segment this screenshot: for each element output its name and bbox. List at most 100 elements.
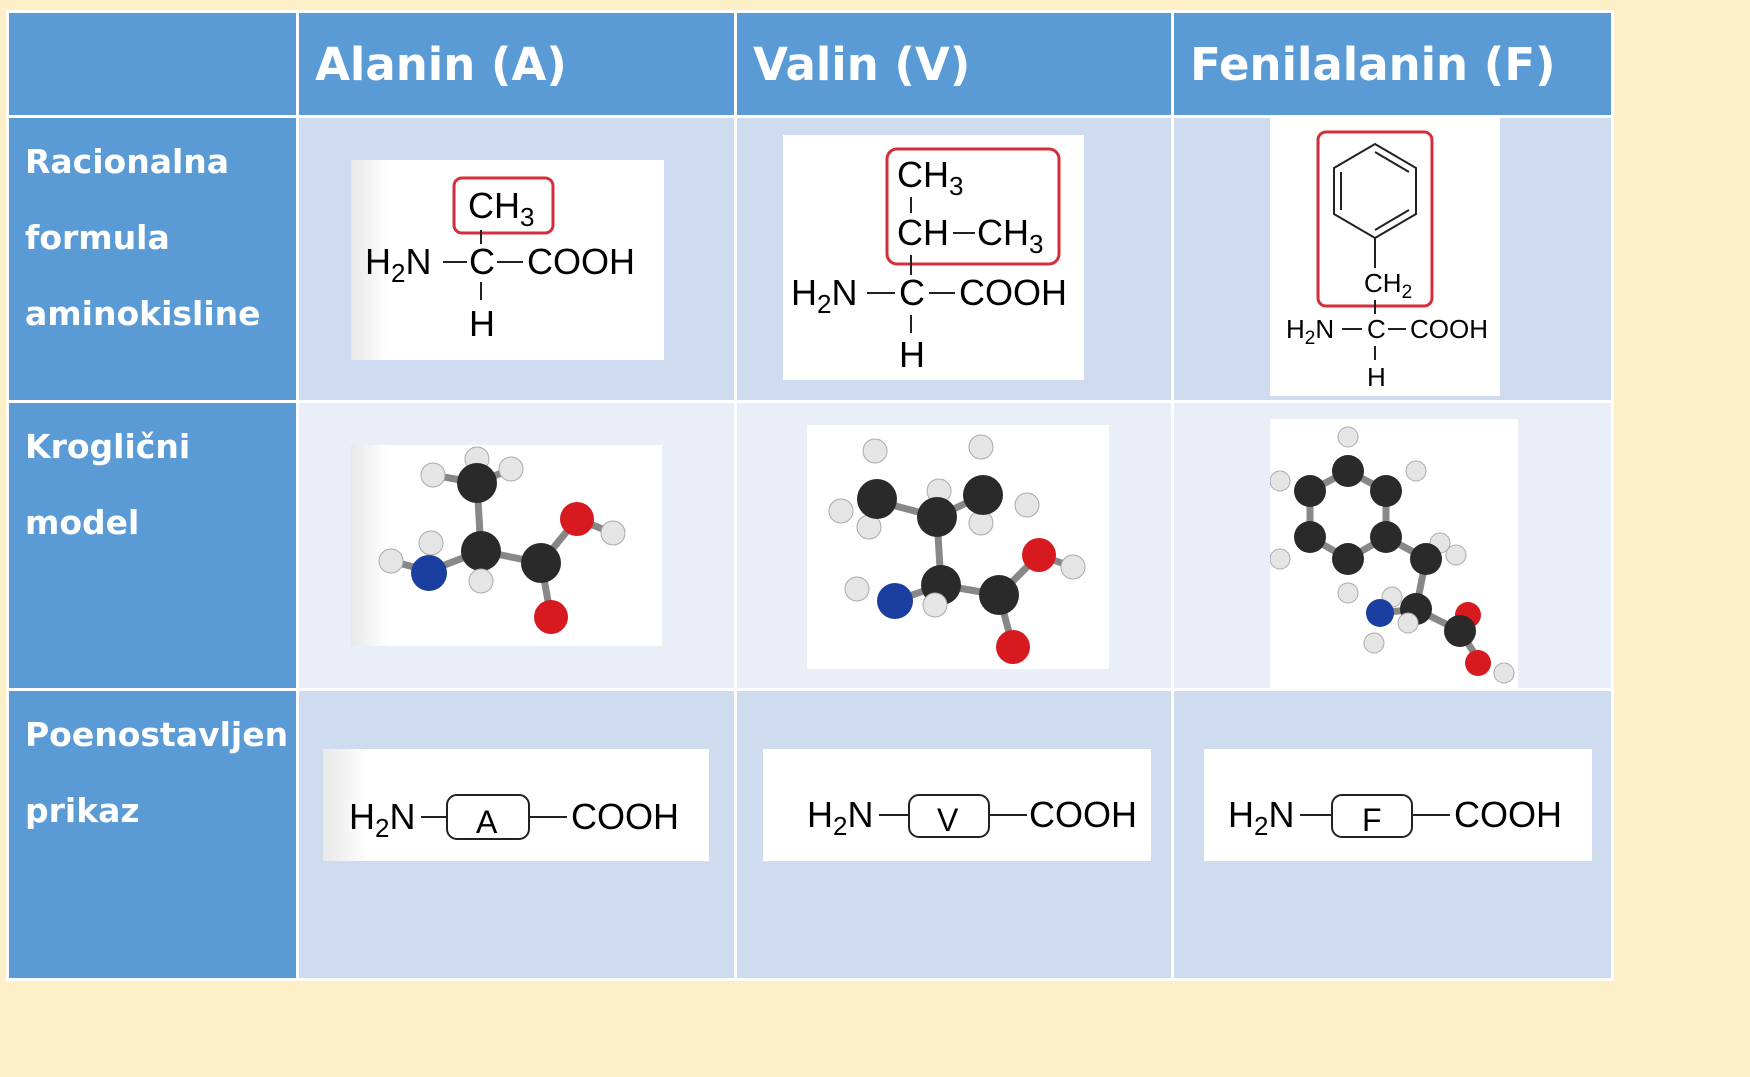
valin-formula-image: CH3 CH CH3 H2N C COOH H (783, 135, 1085, 380)
formula-cooh: COOH (571, 796, 679, 837)
formula-h: H (807, 794, 833, 835)
valine-ball-model (828, 434, 1086, 664)
formula-text: CH2 (1364, 268, 1412, 303)
alanin-formula-image: CH3 H2N C COOH H (351, 160, 665, 360)
formula-cooh: COOH (1454, 794, 1562, 835)
formula-h: H (1286, 314, 1305, 344)
formula-cooh: COOH (959, 272, 1067, 313)
cell-valin-model (734, 400, 1175, 691)
valin-simplified-image: H2N V COOH (763, 749, 1152, 861)
alanin-simplified-diagram: H2N A COOH (349, 794, 679, 843)
valin-simplified-diagram: H2N V COOH (807, 794, 1137, 841)
formula-cooh: COOH (1029, 794, 1137, 835)
amino-acid-table: Alanin (A) Valin (V) Fenilalanin (F) Rac… (5, 10, 1615, 981)
formula-sub: 2 (1402, 282, 1413, 303)
formula-text: H2N (1286, 314, 1334, 349)
side-chain-highlight (885, 147, 1061, 266)
cell-alanin-simplified: H2N A COOH (296, 688, 738, 981)
formula-text: CH3 (468, 185, 534, 232)
row-label-line: Racionalna (25, 142, 230, 181)
formula-sub: 3 (1029, 229, 1043, 259)
fenilalanin-model-image (1269, 419, 1519, 689)
formula-sub: 2 (1254, 811, 1268, 841)
formula-c: C (899, 272, 925, 313)
formula-text: H2N (807, 794, 873, 841)
row-label-rational-formula: Racionalna formula aminokisline (5, 115, 300, 403)
formula-text: H2N (349, 796, 415, 843)
cell-valin-simplified: H2N V COOH (734, 688, 1175, 981)
formula-text: H2N (365, 241, 431, 288)
residue-letter: F (1362, 802, 1382, 838)
row-label-line: aminokisline (25, 294, 261, 333)
formula-c: C (1367, 314, 1386, 344)
formula-n: N (1269, 794, 1295, 835)
residue-letter: V (937, 802, 959, 838)
formula-n: N (1315, 314, 1334, 344)
benzene-ring-icon (1333, 142, 1418, 240)
alanin-model-image (351, 445, 663, 646)
formula-n: N (832, 272, 858, 313)
side-chain-highlight (452, 176, 555, 235)
header-alanin: Alanin (A) (296, 10, 738, 118)
header-fenilalanin: Fenilalanin (F) (1171, 10, 1615, 118)
formula-h-bottom: H (1367, 362, 1386, 392)
cell-fenilalanin-formula: CH2 H2N C COOH H (1171, 115, 1615, 403)
cell-fenilalanin-model (1171, 400, 1615, 691)
formula-text: H2N (791, 272, 857, 319)
row-label-line: Kroglični (25, 427, 191, 466)
fenilalanin-formula-image: CH2 H2N C COOH H (1270, 118, 1501, 396)
row-label-line: prikaz (25, 791, 140, 830)
header-corner (5, 10, 300, 118)
formula-text: H2N (1228, 794, 1294, 841)
formula-ch: CH (897, 212, 949, 253)
row-label-line: formula (25, 218, 170, 257)
fenilalanin-simplified-image: H2N F COOH (1204, 749, 1593, 861)
row-ball-model: Kroglični model (5, 400, 1615, 691)
formula-ch: CH (897, 154, 949, 195)
formula-sub: 3 (949, 171, 963, 201)
formula-sub: 2 (375, 813, 389, 843)
formula-cooh: COOH (1410, 314, 1488, 344)
residue-letter: A (476, 804, 498, 840)
cell-alanin-model (296, 400, 738, 691)
formula-sub: 2 (817, 289, 831, 319)
formula-h-bottom: H (899, 334, 925, 375)
row-label-line: model (25, 503, 140, 542)
formula-sub: 2 (391, 258, 405, 288)
formula-sub: 3 (520, 202, 534, 232)
formula-cooh: COOH (527, 241, 635, 282)
row-rational-formula: Racionalna formula aminokisline CH3 H2N … (5, 115, 1615, 403)
formula-ch: CH (977, 212, 1029, 253)
cell-alanin-formula: CH3 H2N C COOH H (296, 115, 738, 403)
formula-h: H (1228, 794, 1254, 835)
header-valin: Valin (V) (734, 10, 1175, 118)
formula-sub: 2 (1305, 328, 1316, 349)
fenilalanin-structural-formula: CH2 H2N C COOH H (1286, 130, 1488, 392)
formula-ch: CH (1364, 268, 1402, 298)
row-label-line: Poenostavljen (25, 715, 289, 754)
fenilalanin-simplified-diagram: H2N F COOH (1228, 794, 1562, 841)
row-label-ball-model: Kroglični model (5, 400, 300, 691)
formula-text: CH3 (977, 212, 1043, 259)
cell-fenilalanin-simplified: H2N F COOH (1171, 688, 1615, 981)
formula-ch: CH (468, 185, 520, 226)
formula-c: C (469, 241, 495, 282)
formula-sub: 2 (833, 811, 847, 841)
valin-structural-formula: CH3 CH CH3 H2N C COOH H (791, 147, 1067, 375)
formula-n: N (848, 794, 874, 835)
header-row: Alanin (A) Valin (V) Fenilalanin (F) (5, 10, 1615, 118)
cell-valin-formula: CH3 CH CH3 H2N C COOH H (734, 115, 1175, 403)
phenylalanine-ball-model (1269, 426, 1515, 684)
formula-h: H (791, 272, 817, 313)
row-simplified: Poenostavljen prikaz H2N A COOH H2N (5, 688, 1615, 981)
alanin-simplified-image: H2N A COOH (323, 749, 710, 861)
alanine-ball-model (378, 446, 626, 634)
row-label-simplified: Poenostavljen prikaz (5, 688, 300, 981)
formula-h-bottom: H (469, 303, 495, 344)
formula-n: N (406, 241, 432, 282)
valin-model-image (807, 425, 1110, 669)
formula-h: H (349, 796, 375, 837)
formula-n: N (390, 796, 416, 837)
formula-text: CH3 (897, 154, 963, 201)
